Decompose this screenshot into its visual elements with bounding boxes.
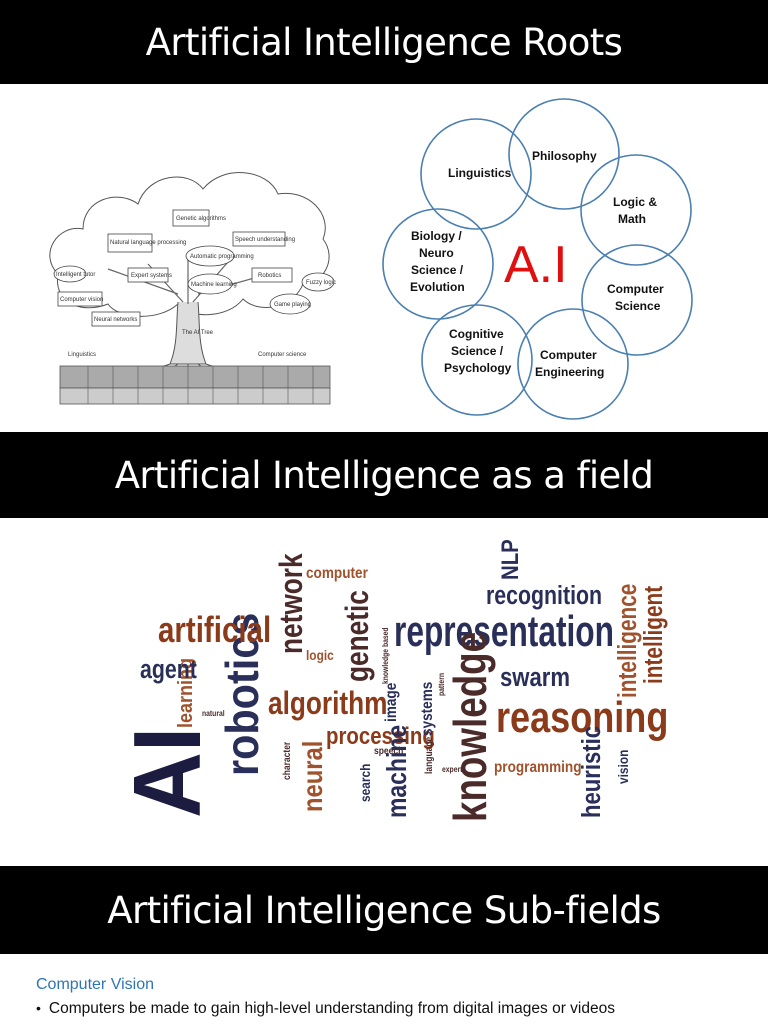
- word-cloud-word-vision: vision: [615, 750, 631, 784]
- word-cloud-word-image: image: [383, 683, 400, 722]
- tree-label-nlp: Natural language processing: [110, 240, 186, 246]
- venn-circle-logic: [580, 154, 692, 266]
- word-cloud-word-computer: computer: [306, 565, 368, 582]
- tree-label-tutor: Intelligent tutor: [56, 272, 95, 278]
- tree-label-speech: Speech understanding: [235, 237, 295, 243]
- word-cloud-word-recognition: recognition: [486, 581, 602, 611]
- roots-slide-body: Genetic algorithms Speech understanding …: [0, 84, 768, 432]
- word-cloud-word-logic: logic: [306, 647, 334, 663]
- word-cloud-word-robotics: robotics: [217, 613, 269, 776]
- tree-label-ai-tree: The AI Tree: [182, 330, 214, 336]
- tree-label-autoprog: Automatic programming: [190, 254, 254, 260]
- venn-label-ce-1: Computer: [540, 348, 597, 362]
- slide-title-field: Artificial Intelligence as a field: [0, 432, 768, 518]
- venn-label-logic-1: Logic &: [613, 195, 657, 209]
- word-cloud-word-genetic: genetic: [341, 590, 376, 682]
- venn-label-linguistics: Linguistics: [448, 166, 512, 180]
- word-cloud-word-knowledge-based: knowledge based: [380, 627, 390, 684]
- word-cloud-word-artificial: artificial: [158, 609, 271, 649]
- venn-label-biology-1: Biology /: [411, 229, 462, 243]
- word-cloud-word-ai: AI: [113, 727, 221, 818]
- word-cloud-word-nlp: NLP: [496, 539, 523, 580]
- venn-label-ce-2: Engineering: [535, 365, 604, 379]
- venn-circle-ce: [517, 308, 629, 420]
- subfield-bullet-item: • Computers be made to gain high-level u…: [36, 1000, 615, 1018]
- venn-center-label: A.I: [504, 236, 568, 294]
- roots-title-text: Artificial Intelligence Roots: [145, 20, 623, 64]
- venn-circle-cs: [581, 244, 693, 356]
- subfield-heading-computer-vision: Computer Vision: [36, 976, 154, 993]
- venn-circle-linguistics: [420, 118, 532, 230]
- bullet-marker: •: [36, 1000, 41, 1016]
- venn-label-cognitive-2: Science /: [451, 344, 504, 358]
- venn-circle-biology: [382, 208, 494, 320]
- word-cloud-word-character: character: [281, 741, 292, 780]
- slide-title-subfields: Artificial Intelligence Sub-fields: [0, 866, 768, 954]
- venn-label-biology-2: Neuro: [419, 246, 454, 260]
- word-cloud-word-speech: speech: [374, 745, 404, 756]
- tree-label-expert: Expert systems: [131, 273, 172, 279]
- word-cloud-word-search: search: [357, 764, 373, 802]
- tree-label-ml: Machine learning: [191, 282, 237, 288]
- word-cloud-word-heuristic: heuristic: [577, 726, 606, 818]
- venn-label-biology-4: Evolution: [410, 280, 465, 294]
- word-cloud-word-expert: expert: [442, 764, 463, 774]
- slide-title-roots: Artificial Intelligence Roots: [0, 0, 768, 84]
- tree-ground: [59, 365, 331, 405]
- tree-label-linguistics: Linguistics: [68, 352, 96, 358]
- bullet-text: Computers be made to gain high-level und…: [48, 1000, 615, 1017]
- venn-label-philosophy: Philosophy: [532, 149, 597, 163]
- tree-label-genetic: Genetic algorithms: [176, 216, 226, 222]
- word-cloud-word-systems: systems: [419, 682, 436, 736]
- word-cloud-word-neural: neural: [296, 741, 328, 812]
- word-cloud-word-swarm: swarm: [500, 663, 570, 692]
- word-cloud-word-learning: learning: [175, 658, 197, 728]
- tree-label-fuzzy: Fuzzy logic: [306, 280, 336, 286]
- word-cloud-word-agent: agent: [140, 655, 197, 685]
- word-cloud-word-intelligent: intelligent: [639, 586, 668, 684]
- word-cloud-word-processing: processing: [326, 722, 435, 749]
- word-cloud-word-algorithm: algorithm: [268, 687, 388, 722]
- venn-circle-philosophy: [508, 98, 620, 210]
- word-cloud-word-language: language: [423, 737, 434, 774]
- word-cloud-word-intelligence: intelligence: [613, 584, 642, 698]
- venn-label-cs-2: Science: [615, 299, 661, 313]
- subfields-title-text: Artificial Intelligence Sub-fields: [107, 888, 661, 932]
- subfields-slide-body: Computer Vision • Computers be made to g…: [0, 954, 768, 1024]
- tree-label-vision: Computer vision: [60, 297, 103, 303]
- tree-label-cs: Computer science: [258, 352, 307, 358]
- word-cloud-word-network: network: [275, 553, 310, 654]
- venn-label-biology-3: Science /: [411, 263, 464, 277]
- word-cloud-word-pattern: pattern: [436, 673, 446, 696]
- venn-label-cognitive-3: Psychology: [444, 361, 512, 375]
- ai-roots-venn-diagram: Linguistics Philosophy Logic & Math Biol…: [382, 98, 693, 420]
- tree-nodes: Genetic algorithms Speech understanding …: [53, 209, 336, 358]
- tree-label-game: Game playing: [274, 302, 311, 308]
- venn-label-cognitive-1: Cognitive: [449, 327, 504, 341]
- word-cloud-word-programming: programming: [494, 759, 582, 776]
- venn-label-cs-1: Computer: [607, 282, 664, 296]
- venn-label-logic-2: Math: [618, 212, 646, 226]
- word-cloud-word-reasoning: reasoning: [496, 693, 668, 742]
- venn-circle-cognitive: [421, 304, 533, 416]
- tree-label-robotics: Robotics: [258, 273, 281, 279]
- ai-tree-illustration: Genetic algorithms Speech understanding …: [49, 172, 336, 405]
- field-title-text: Artificial Intelligence as a field: [114, 453, 654, 497]
- word-cloud-word-representation: representation: [394, 607, 614, 656]
- word-cloud-word-machine: machine: [382, 725, 413, 818]
- tree-label-neural: Neural networks: [94, 317, 137, 323]
- word-cloud-word-knowledge: knowledge: [444, 632, 496, 822]
- word-cloud-word-natural: natural: [202, 708, 225, 718]
